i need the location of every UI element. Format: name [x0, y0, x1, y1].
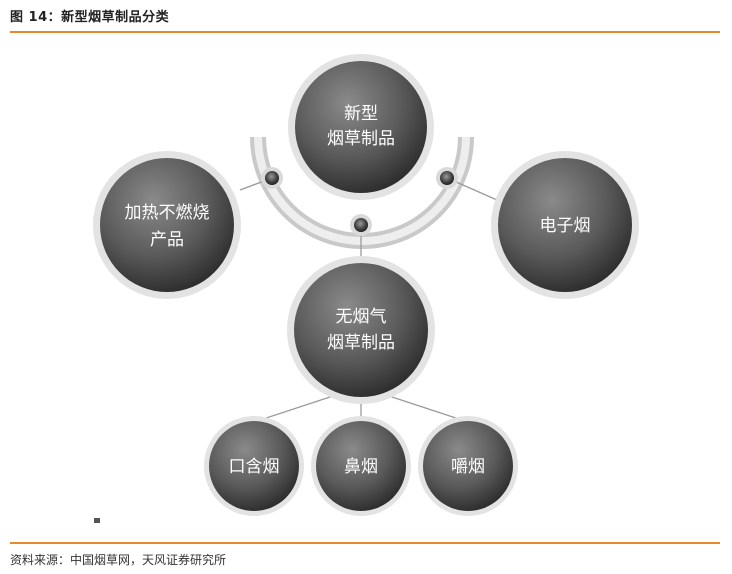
node-smokeless-tobacco: 无烟气 烟草制品 — [287, 256, 435, 404]
node-e-cigarette: 电子烟 — [491, 151, 639, 299]
connector-leaf3 — [385, 394, 469, 423]
node-chewing-tobacco-label: 嚼烟 — [451, 457, 485, 477]
top-rule — [10, 31, 720, 33]
node-oral-tobacco-label: 口含烟 — [229, 457, 280, 477]
node-new-tobacco: 新型 烟草制品 — [288, 54, 434, 200]
node-new-tobacco-line2: 烟草制品 — [327, 129, 395, 149]
node-heat-not-burn-line1: 加热不燃烧 — [125, 203, 210, 223]
node-heat-not-burn-line2: 产品 — [150, 230, 184, 250]
node-heat-not-burn: 加热不燃烧 产品 — [93, 151, 241, 299]
junction-dot-left — [261, 167, 283, 189]
connector-leaf1 — [253, 394, 337, 423]
node-chewing-tobacco: 嚼烟 — [418, 416, 518, 516]
stray-mark — [94, 518, 100, 523]
junction-dot-middle — [350, 214, 372, 236]
node-snuff: 鼻烟 — [311, 416, 411, 516]
bottom-rule — [10, 542, 720, 544]
node-oral-tobacco: 口含烟 — [204, 416, 304, 516]
node-snuff-label: 鼻烟 — [344, 457, 378, 477]
source-note: 资料来源：中国烟草网，天风证券研究所 — [10, 553, 227, 567]
node-new-tobacco-line1: 新型 — [344, 104, 378, 124]
node-smokeless-tobacco-line2: 烟草制品 — [327, 333, 395, 353]
junction-dot-right — [436, 167, 458, 189]
figure-title: 图 14：新型烟草制品分类 — [10, 10, 170, 25]
node-smokeless-tobacco-line1: 无烟气 — [336, 307, 387, 327]
node-e-cigarette-label: 电子烟 — [540, 216, 591, 236]
